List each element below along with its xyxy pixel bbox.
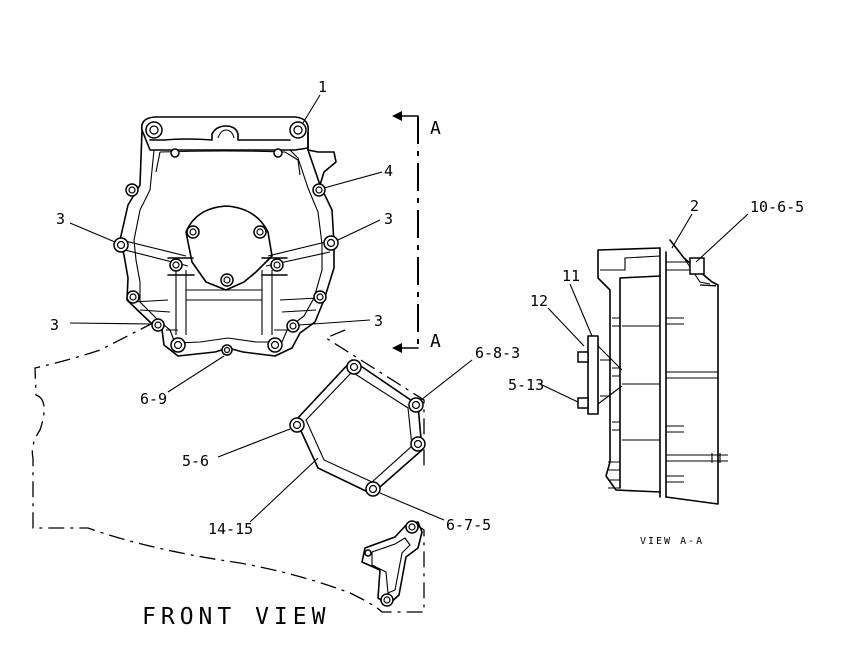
callout-6-7-5: 6-7-5: [446, 516, 491, 534]
bracket-bolt-bottom: [380, 593, 394, 607]
bolt-5-6: [289, 417, 305, 433]
bolt-4: [312, 183, 326, 197]
bolt-top-left: [145, 121, 163, 139]
housing-bolts: [113, 121, 339, 356]
bolt-6-8-3: [408, 397, 424, 413]
callout-3-upper-left: 3: [56, 210, 65, 228]
bolt-12: [577, 351, 589, 363]
callout-14-15: 14-15: [208, 520, 253, 538]
callout-3-lower-right: 3: [374, 312, 383, 330]
front-view-title: FRONT VIEW: [142, 604, 330, 630]
section-mark-a-bottom: A: [430, 331, 441, 352]
bolt-5-13: [577, 397, 589, 409]
callout-leaders: [69, 94, 473, 523]
section-mark-a-top: A: [430, 118, 441, 139]
bolt-3-upper-left: [113, 237, 129, 253]
callout-10-6-5: 10-6-5: [750, 198, 804, 216]
engine-block-outline: [31, 321, 425, 613]
callout-11: 11: [562, 267, 580, 285]
view-aa: 2 10-6-5 11 12 5-13 VIEW A-A: [508, 197, 804, 547]
bolt-3-upper-right: [323, 235, 339, 251]
callout-12: 12: [530, 292, 548, 310]
callout-3-upper-right: 3: [384, 210, 393, 228]
bolt-3-lower-right: [286, 319, 300, 333]
bolt-3-lower-left: [151, 318, 165, 332]
callout-5-6: 5-6: [182, 452, 209, 470]
section-line-aa: A A: [392, 111, 441, 353]
callout-1: 1: [318, 78, 327, 96]
callout-3-lower-left: 3: [50, 316, 59, 334]
bolt-6-7-5: [365, 481, 381, 497]
cover-plate: [289, 359, 426, 497]
bolt-top-right: [289, 121, 307, 139]
view-aa-title: VIEW A-A: [640, 536, 704, 547]
bolt-6-9: [221, 344, 233, 356]
callout-5-13: 5-13: [508, 376, 544, 394]
callout-2: 2: [690, 197, 699, 215]
housing-plate: [119, 116, 337, 357]
bracket-bolt-top: [405, 520, 419, 534]
front-view: A A 1 4 3 3 3 3 6-9 6-8-3 5-6 14-15 6-7-…: [31, 78, 520, 630]
lower-bracket: [361, 520, 423, 607]
callout-6-9: 6-9: [140, 390, 167, 408]
callout-6-8-3: 6-8-3: [475, 344, 520, 362]
callout-4: 4: [384, 162, 393, 180]
